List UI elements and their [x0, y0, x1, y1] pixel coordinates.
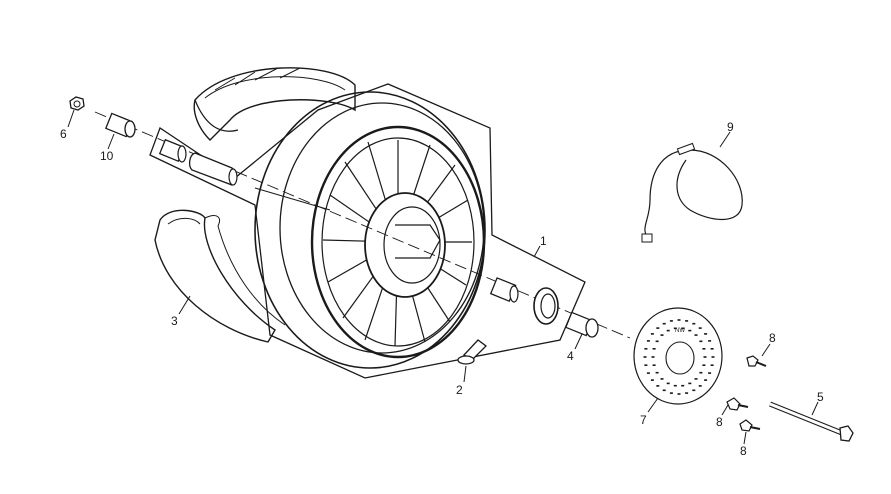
disc-hole: [677, 319, 681, 321]
disc-hole: [666, 329, 670, 332]
bearing-left: [158, 138, 187, 163]
disc-hole: [703, 356, 707, 358]
disc-hole: [669, 392, 673, 394]
disc-marking: NW: [675, 328, 685, 334]
disc-hole: [656, 385, 660, 387]
callout-8-c: 8: [740, 444, 747, 458]
disc-hole: [681, 327, 685, 330]
disc-hole: [655, 340, 659, 343]
disc-hole: [662, 322, 666, 325]
disc-hole: [698, 385, 702, 387]
disc-hole: [660, 334, 664, 336]
disc-hole: [702, 364, 706, 366]
disc-hole: [677, 393, 681, 395]
callout-6: 6: [60, 127, 67, 141]
disc-hole: [650, 333, 654, 335]
callout-5: 5: [817, 390, 824, 404]
callout-7: 7: [640, 413, 647, 427]
callout-8-b: 8: [716, 415, 723, 429]
wheel-rim: [254, 91, 486, 369]
disc-hole: [685, 392, 689, 394]
disc-hole: [650, 379, 654, 381]
bearing-right: [489, 277, 519, 303]
disc-hole: [708, 340, 712, 342]
disc-hole: [655, 371, 659, 374]
disc-hole: [644, 364, 648, 366]
disc-hole: [646, 372, 650, 374]
disc-hole: [652, 348, 656, 350]
disc-hole: [681, 384, 685, 387]
sensor-cable-part-9: [641, 142, 743, 243]
oil-seal: [533, 287, 559, 325]
inner-tube: [154, 209, 286, 343]
disc-hole: [711, 356, 715, 358]
callout-1: 1: [540, 234, 547, 248]
disc-hole: [673, 327, 677, 330]
disc-hole: [692, 322, 696, 325]
disc-hole: [704, 333, 708, 335]
callout-3: 3: [171, 314, 178, 328]
disc-hole: [699, 371, 703, 374]
callout-9: 9: [727, 120, 734, 134]
callout-8-a: 8: [769, 331, 776, 345]
callout-10: 10: [100, 149, 114, 163]
disc-hole: [694, 334, 698, 336]
disc-hole: [662, 389, 666, 392]
disc-hole: [643, 356, 647, 358]
disc-hole: [699, 340, 703, 343]
disc-hole: [656, 327, 660, 329]
disc-hole: [666, 382, 670, 385]
disc-hole: [692, 389, 696, 392]
bolt-part-8-c: [739, 419, 761, 432]
disc-hole: [673, 384, 677, 387]
callout-2: 2: [456, 383, 463, 397]
axle-sleeve: [188, 152, 238, 186]
axle-bolt-part-5: [769, 401, 854, 442]
leader-lines: [67, 109, 819, 445]
disc-hole: [669, 320, 673, 322]
spacer-part-4: [564, 311, 599, 338]
disc-hole: [644, 348, 648, 350]
callout-4: 4: [567, 349, 574, 363]
disc-hole: [708, 372, 712, 374]
disc-hole: [652, 364, 656, 366]
disc-hole: [710, 348, 714, 350]
disc-hole: [702, 348, 706, 350]
disc-hole: [698, 327, 702, 329]
nut-part-6: [69, 96, 85, 111]
brake-disc-part-7: NW: [633, 307, 723, 405]
disc-hole: [688, 329, 692, 332]
disc-hole: [651, 356, 655, 358]
valve-stem-part-2: [457, 339, 487, 365]
tire: [193, 67, 356, 141]
disc-hole: [688, 382, 692, 385]
spacer-part-10: [104, 112, 136, 138]
disc-hole: [660, 378, 664, 380]
bolt-part-8-b: [726, 397, 749, 411]
disc-hole: [710, 364, 714, 366]
disc-hole: [685, 320, 689, 322]
disc-hole: [694, 378, 698, 380]
disc-hole: [646, 340, 650, 342]
bolt-part-8-a: [746, 355, 767, 367]
disc-hole: [704, 379, 708, 381]
